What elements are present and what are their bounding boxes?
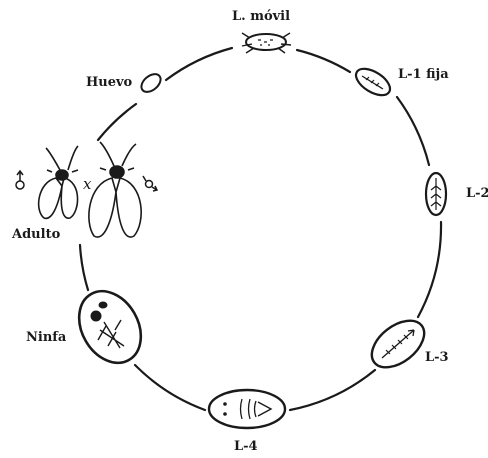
female-symbol-icon [143,176,157,191]
cycle-arc-l1-to-l2 [397,97,429,165]
cycle-arc-huevo-to-movil [166,48,232,80]
stage-label-l2: L-2 [466,186,488,201]
l3-larva-icon [363,311,432,376]
female-adult-icon [89,142,141,237]
cycle-arc-l3-to-l4 [290,370,375,410]
cycle-arc-ninfa-to-adulto [80,245,88,290]
stage-label-adulto: Adulto [11,227,61,242]
l2-larva-icon [426,173,446,215]
cross-symbol: x [83,175,92,193]
stage-label-movil: L. móvil [232,9,290,24]
male-symbol-icon [16,171,24,189]
stage-label-ninfa: Ninfa [26,330,67,345]
stage-label-l4: L-4 [234,439,258,454]
male-adult-icon [39,146,78,218]
l1-larva-icon [352,63,395,100]
huevo-egg-icon [138,71,164,96]
cycle-arc-movil-to-l1 [297,50,350,72]
cycle-arc-adulto-to-huevo [98,104,136,140]
stage-label-l3: L-3 [425,350,449,365]
cycle-arc-l4-to-ninfa [135,365,205,410]
movil-larva-icon [242,33,291,53]
ninfa-pupa-icon [67,280,153,374]
cycle-arc-l2-to-l3 [418,222,441,317]
stage-label-l1: L-1 fija [398,67,449,82]
l4-larva-icon [209,390,285,428]
stage-label-huevo: Huevo [86,75,133,90]
